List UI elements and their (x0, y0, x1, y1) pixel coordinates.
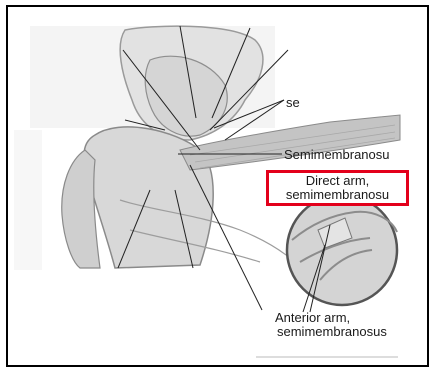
anterior-arm-label-line2: semimembranosus (275, 325, 387, 339)
paper-patch-left (14, 130, 42, 270)
magnified-detail-circle (287, 195, 397, 305)
anterior-arm-label-line1: Anterior arm, (275, 311, 387, 325)
direct-arm-label-line1: Direct arm, (269, 174, 406, 188)
direct-arm-label-line2: semimembranosu (269, 188, 406, 202)
fibula-head (62, 150, 100, 268)
direct-arm-highlight-box: Direct arm, semimembranosu (266, 170, 409, 206)
label-semimembranosus: Semimembranosu (284, 147, 390, 162)
label-anterior-arm: Anterior arm, semimembranosus (275, 311, 387, 339)
label-top-partial: se (286, 95, 300, 110)
